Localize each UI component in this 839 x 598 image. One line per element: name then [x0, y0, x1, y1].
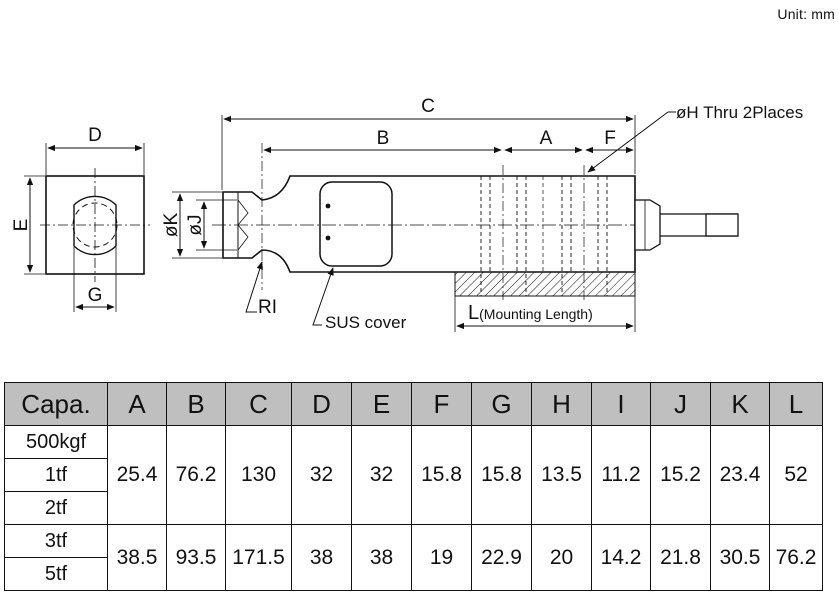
leader-radius: [245, 261, 263, 313]
value-cell-c: 130: [225, 425, 292, 525]
value-cell-j: 15.2: [650, 425, 711, 525]
hole-label: øH Thru 2Places: [676, 103, 803, 122]
table-row: 1tf: [4, 458, 823, 492]
end-view-hole: [73, 195, 117, 256]
table-row: 500kgf 25.4 76.2 130 32 32 15.8 15.8 13.…: [4, 425, 823, 525]
load-cell-body: [222, 175, 636, 273]
value-cell-k: 23.4: [710, 425, 770, 525]
header-a: A: [107, 382, 167, 426]
value-cell-a: 25.4: [107, 425, 167, 525]
radius-label: RI: [258, 297, 277, 318]
value-cell-k: 30.5: [710, 524, 770, 591]
header-f: F: [411, 382, 472, 426]
value-cell-a: 38.5: [107, 524, 167, 591]
sus-cover: [319, 181, 393, 267]
spec-table: Capa. A B C D E F G H I J K L 500kgf 25.…: [4, 382, 823, 591]
capacity-cell: 5tf: [4, 557, 108, 591]
unit-label: Unit: mm: [777, 6, 835, 22]
cable-gland: [634, 199, 661, 251]
cover-label: SUS cover: [325, 313, 407, 332]
header-e: E: [351, 382, 412, 426]
value-cell-b: 76.2: [166, 425, 226, 525]
table-row: 3tf 38.5 93.5 171.5 38 38 19 22.9 20 14.…: [4, 524, 823, 591]
header-capa: Capa.: [4, 382, 108, 426]
end-view: D E G: [11, 125, 150, 312]
value-cell-g: 22.9: [471, 524, 532, 591]
mounting-base: [454, 271, 636, 297]
value-cell-g: 15.8: [471, 425, 532, 525]
value-cell-j: 21.8: [650, 524, 711, 591]
header-k: K: [710, 382, 770, 426]
dim-label-a: A: [540, 128, 553, 149]
mounting-letter: L: [468, 302, 479, 324]
thru-hole-1: [480, 176, 527, 296]
value-cell-e: 38: [351, 524, 412, 591]
header-b: B: [166, 382, 226, 426]
header-j: J: [650, 382, 711, 426]
dim-label-j: øJ: [185, 214, 206, 235]
value-cell-f: 15.8: [411, 425, 472, 525]
mounting-label: L(Mounting Length): [468, 302, 593, 324]
capacity-cell: 3tf: [4, 524, 108, 558]
value-cell-d: 38: [291, 524, 352, 591]
value-cell-h: 20: [531, 524, 592, 591]
dim-label-g: G: [88, 285, 103, 306]
dim-label-c: C: [421, 96, 435, 117]
value-cell-c: 171.5: [225, 524, 292, 591]
value-cell-f: 19: [411, 524, 472, 591]
value-cell-i: 11.2: [591, 425, 651, 525]
mounting-note: (Mounting Length): [479, 306, 593, 322]
capacity-cell: 500kgf: [4, 425, 108, 459]
load-cell-drawing: D E G: [11, 96, 803, 332]
side-view: C B A F øH Thru 2Places øK øJ RI SUS cov…: [161, 96, 803, 332]
value-cell-i: 14.2: [591, 524, 651, 591]
table-row: 5tf: [4, 557, 823, 591]
value-cell-l: 76.2: [769, 524, 823, 591]
header-h: H: [531, 382, 592, 426]
dim-label-b: B: [377, 128, 390, 149]
header-g: G: [471, 382, 532, 426]
thru-hole-2: [561, 176, 608, 296]
header-i: I: [591, 382, 651, 426]
header-d: D: [291, 382, 352, 426]
table-row: 2tf: [4, 491, 823, 525]
capacity-cell: 2tf: [4, 491, 108, 525]
header-c: C: [225, 382, 292, 426]
dim-label-f: F: [604, 128, 616, 149]
table-header-row: Capa. A B C D E F G H I J K L: [4, 382, 823, 426]
header-l: L: [769, 382, 823, 426]
leader-h: [587, 111, 669, 173]
capacity-cell: 1tf: [4, 458, 108, 492]
dim-label-e: E: [11, 219, 32, 232]
leader-cover: [312, 267, 334, 326]
value-cell-l: 52: [769, 425, 823, 525]
value-cell-b: 93.5: [166, 524, 226, 591]
dim-label-d: D: [88, 125, 102, 146]
value-cell-d: 32: [291, 425, 352, 525]
dim-label-k: øK: [161, 213, 182, 238]
value-cell-h: 13.5: [531, 425, 592, 525]
value-cell-e: 32: [351, 425, 412, 525]
